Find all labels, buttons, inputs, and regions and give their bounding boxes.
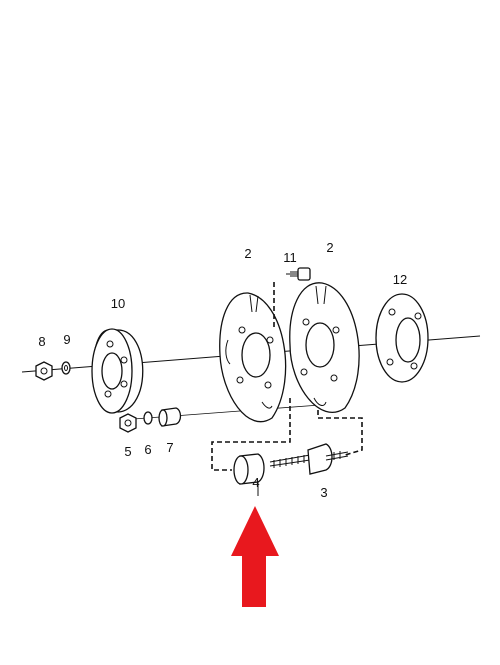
lower-axis-line (119, 404, 321, 421)
part-11-bolt (286, 267, 311, 281)
dashed-leader-lines (211, 282, 363, 471)
part-12-flange-ring (375, 293, 429, 383)
label-part-5: 5 (124, 444, 131, 459)
part-10-flange-hub (91, 328, 144, 414)
label-part-3: 3 (320, 485, 327, 500)
label-part-12: 12 (393, 272, 407, 287)
label-part-7: 7 (166, 440, 173, 455)
part-7-sleeve (158, 407, 182, 427)
part-8-nut (35, 361, 53, 381)
label-part-9: 9 (63, 332, 70, 347)
label-part-10: 10 (111, 296, 125, 311)
label-part-6: 6 (144, 442, 151, 457)
label-part-8: 8 (38, 334, 45, 349)
label-part-11: 11 (283, 250, 297, 265)
part-3-threaded-stop (269, 443, 349, 475)
label-part-2-left: 2 (244, 246, 251, 261)
red-up-arrow (231, 506, 279, 607)
part-2-disc-right (289, 282, 360, 414)
part-6-washer (143, 411, 153, 425)
part-5-nut (119, 413, 137, 433)
label-part-4: 4 (252, 475, 259, 490)
part-2-disc-left (219, 292, 287, 423)
part-9-washer (61, 361, 71, 375)
label-part-2-right: 2 (326, 240, 333, 255)
part-4-rubber-buffer (233, 453, 265, 496)
